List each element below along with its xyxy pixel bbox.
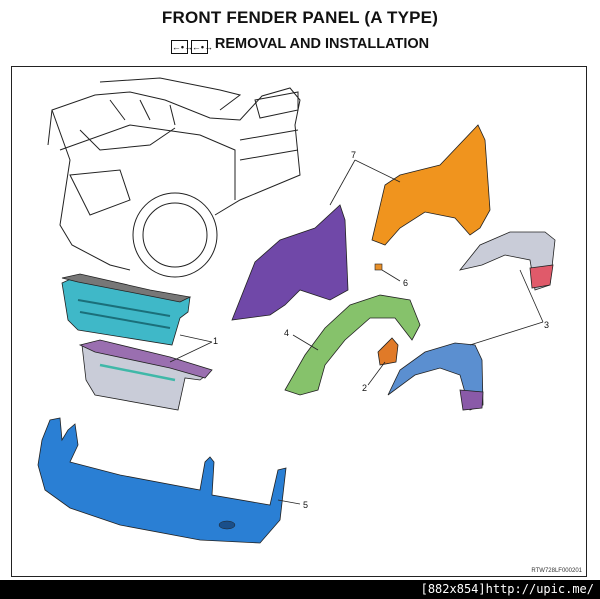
bracket — [377, 337, 399, 366]
wheel-arch-moulding — [387, 231, 556, 411]
callout-1: 1 — [213, 336, 219, 346]
remove-install-icon: ←•→ — [190, 40, 214, 54]
callout-4: 4 — [284, 328, 290, 338]
radiator-grille — [61, 273, 213, 411]
remove-install-icon: ←•→ — [170, 40, 194, 54]
vehicle-outline — [47, 77, 301, 278]
front-bumper — [37, 417, 287, 544]
page-title: FRONT FENDER PANEL (A TYPE) — [161, 8, 439, 27]
callout-5: 5 — [303, 500, 309, 510]
fender-liner — [284, 294, 421, 396]
callout-6: 6 — [403, 278, 409, 288]
watermark-text: [882x854]http://upic.me/ — [420, 582, 594, 596]
subtitle-label: REMOVAL AND INSTALLATION — [214, 36, 430, 52]
clip — [374, 263, 383, 271]
page-subtitle: ←•→←•→REMOVAL AND INSTALLATION — [0, 36, 600, 54]
callout-leaders — [169, 159, 544, 505]
front-fender-panel — [231, 124, 491, 321]
callout-3: 3 — [544, 320, 550, 330]
diagram-code: RTW728LF000201 — [531, 568, 582, 574]
watermark-bar: [882x854]http://upic.me/ — [0, 580, 600, 599]
diagram-frame — [11, 66, 587, 577]
callout-2: 2 — [362, 383, 368, 393]
callout-7: 7 — [351, 150, 357, 160]
